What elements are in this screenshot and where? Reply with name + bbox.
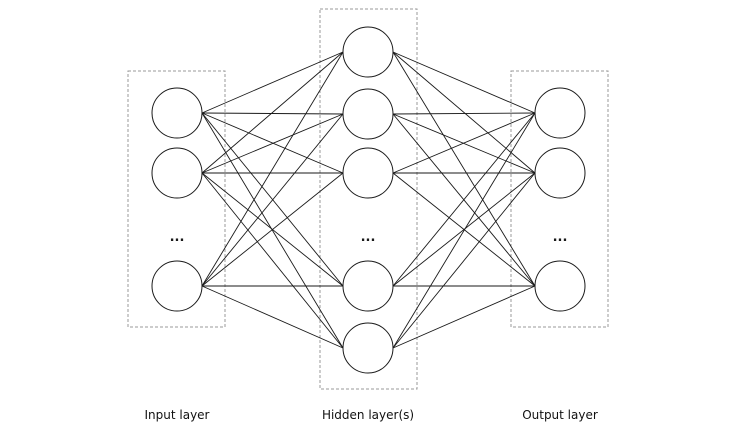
input-node-1 bbox=[151, 87, 203, 139]
input-layer-label: Input layer bbox=[145, 408, 210, 422]
edge-hidden-4-to-output-2 bbox=[392, 285, 536, 349]
edge-input-0-to-hidden-2 bbox=[201, 112, 344, 174]
input-node-3 bbox=[151, 260, 203, 312]
edge-hidden-3-to-output-0 bbox=[392, 112, 536, 287]
output-layer-ellipsis: ... bbox=[553, 230, 568, 245]
output-node-3 bbox=[534, 260, 586, 312]
hidden-node-3 bbox=[342, 147, 394, 199]
hidden-node-1 bbox=[342, 26, 394, 78]
output-node-2 bbox=[534, 147, 586, 199]
edge-hidden-4-to-output-1 bbox=[392, 172, 536, 349]
edge-input-2-to-hidden-0 bbox=[201, 51, 344, 287]
hidden-layer-label: Hidden layer(s) bbox=[322, 408, 414, 422]
hidden-layer-box bbox=[319, 8, 418, 390]
hidden-node-4 bbox=[342, 260, 394, 312]
hidden-node-2 bbox=[342, 88, 394, 140]
output-layer-box bbox=[510, 70, 609, 328]
edge-input-0-to-hidden-4 bbox=[201, 112, 344, 349]
output-node-1 bbox=[534, 87, 586, 139]
edge-hidden-0-to-output-0 bbox=[392, 51, 536, 114]
edge-hidden-1-to-output-0 bbox=[392, 112, 536, 115]
edge-input-1-to-hidden-4 bbox=[201, 172, 344, 349]
edge-input-2-to-hidden-4 bbox=[201, 285, 344, 349]
connections bbox=[201, 51, 536, 349]
edge-input-1-to-hidden-1 bbox=[201, 113, 344, 174]
edge-hidden-0-to-output-2 bbox=[392, 51, 536, 287]
edge-hidden-3-to-output-1 bbox=[392, 172, 536, 287]
edge-hidden-4-to-output-0 bbox=[392, 112, 536, 349]
edge-hidden-0-to-output-1 bbox=[392, 51, 536, 174]
input-layer-ellipsis: ... bbox=[170, 230, 185, 245]
edge-input-2-to-hidden-1 bbox=[201, 113, 344, 287]
input-layer-box bbox=[127, 70, 226, 328]
edge-input-2-to-hidden-2 bbox=[201, 172, 344, 287]
output-layer-label: Output layer bbox=[522, 408, 598, 422]
layer-boxes bbox=[127, 8, 609, 390]
edge-hidden-1-to-output-1 bbox=[392, 113, 536, 174]
edge-input-0-to-hidden-0 bbox=[201, 51, 344, 114]
neurons bbox=[151, 26, 586, 374]
input-node-2 bbox=[151, 147, 203, 199]
hidden-node-5 bbox=[342, 322, 394, 374]
hidden-layer-ellipsis: ... bbox=[361, 230, 376, 245]
edge-hidden-2-to-output-0 bbox=[392, 112, 536, 174]
edge-input-0-to-hidden-1 bbox=[201, 112, 344, 115]
edge-input-1-to-hidden-0 bbox=[201, 51, 344, 174]
